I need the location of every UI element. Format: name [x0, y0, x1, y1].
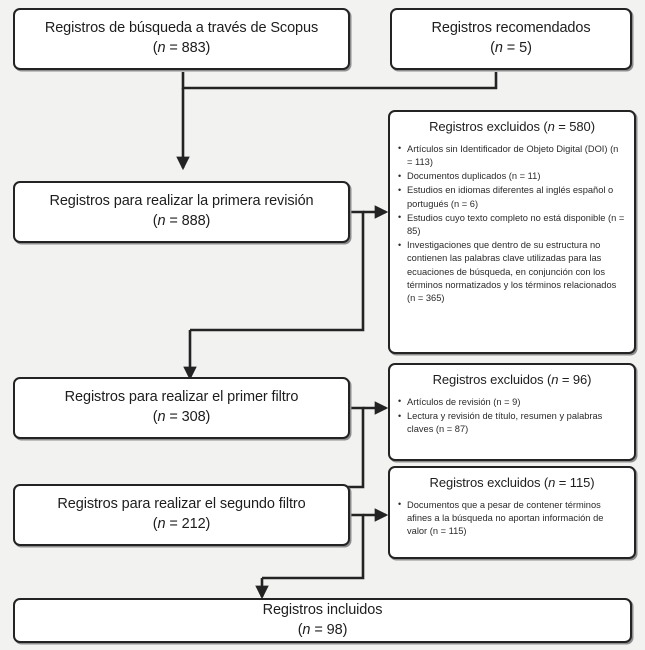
list-item: Investigaciones que dentro de su estruct… [398, 239, 626, 305]
list-item: Lectura y revisión de título, resumen y … [398, 410, 626, 436]
list-item: Artículos de revisión (n = 9) [398, 395, 626, 409]
node-source-scopus-count: (n = 883) [152, 40, 211, 56]
node-first-filter-count: (n = 308) [152, 409, 211, 425]
list-item: Documentos que a pesar de contener térmi… [398, 498, 626, 539]
node-included-label: Registros incluidos [262, 601, 383, 618]
node-excluded-115[interactable]: Registros excluidos (n = 115) Documentos… [388, 466, 636, 559]
node-first-review-count: (n = 888) [152, 213, 211, 229]
node-source-recommended[interactable]: Registros recomendados (n = 5) [390, 8, 632, 70]
node-first-filter[interactable]: Registros para realizar el primer filtro… [13, 377, 350, 439]
node-first-review-label: Registros para realizar la primera revis… [49, 193, 314, 210]
list-item: Artículos sin Identificador de Objeto Di… [398, 142, 626, 169]
list-item: Estudios en idiomas diferentes al inglés… [398, 184, 626, 210]
node-first-review[interactable]: Registros para realizar la primera revis… [13, 181, 350, 243]
list-item: Estudios cuyo texto completo no está dis… [398, 211, 626, 238]
node-excluded-580-reasons: Artículos sin Identificador de Objeto Di… [398, 142, 626, 306]
node-excluded-96-reasons: Artículos de revisión (n = 9) Lectura y … [398, 395, 626, 438]
node-source-scopus-label: Registros de búsqueda a través de Scopus [44, 20, 319, 37]
node-excluded-580[interactable]: Registros excluidos (n = 580) Artículos … [388, 110, 636, 354]
node-source-recommended-count: (n = 5) [490, 40, 532, 56]
node-first-filter-label: Registros para realizar el primer filtro [64, 389, 299, 406]
node-source-scopus[interactable]: Registros de búsqueda a través de Scopus… [13, 8, 350, 70]
node-included-count: (n = 98) [297, 621, 348, 638]
node-second-filter-count: (n = 212) [152, 516, 211, 532]
list-item: Documentos duplicados (n = 11) [398, 170, 626, 183]
node-second-filter-label: Registros para realizar el segundo filtr… [57, 496, 306, 513]
node-excluded-115-reasons: Documentos que a pesar de contener térmi… [398, 498, 626, 540]
node-excluded-580-title: Registros excluidos (n = 580) [429, 119, 595, 134]
node-source-recommended-label: Registros recomendados [431, 20, 591, 37]
node-included[interactable]: Registros incluidos (n = 98) [13, 598, 632, 643]
node-excluded-96-title: Registros excluidos (n = 96) [432, 372, 592, 387]
node-excluded-96[interactable]: Registros excluidos (n = 96) Artículos d… [388, 363, 636, 461]
node-second-filter[interactable]: Registros para realizar el segundo filtr… [13, 484, 350, 546]
node-excluded-115-title: Registros excluidos (n = 115) [429, 475, 595, 490]
